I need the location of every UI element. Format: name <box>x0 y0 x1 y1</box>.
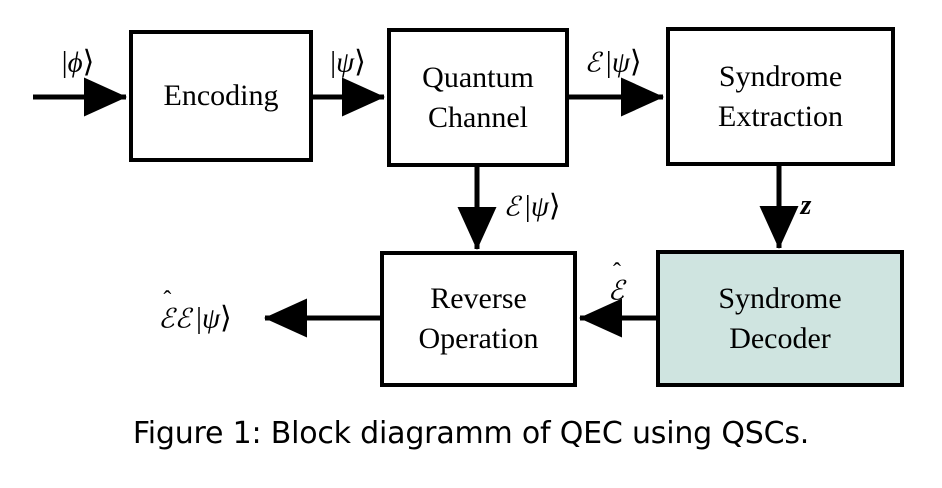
ket-angle: ⟩ <box>82 45 95 79</box>
ket-symbol-psi: ψ <box>336 46 355 79</box>
block-reverse-operation <box>380 251 577 387</box>
ket-bar: | <box>195 301 202 335</box>
hat-accent: ˆ <box>612 259 621 286</box>
block-encoding <box>129 30 313 162</box>
edge-label-input-state: |ϕ⟩ <box>62 45 95 80</box>
ket-angle: ⟩ <box>548 189 561 223</box>
edge-label-syndrome-vector: z <box>801 190 812 222</box>
ket-bar: | <box>524 189 531 223</box>
ket-angle: ⟩ <box>354 45 366 79</box>
script-e-hat-symbol: ℰ <box>158 303 175 335</box>
edge-label-encoded-state: |ψ⟩ <box>330 45 366 80</box>
script-e-symbol: ℰ <box>174 303 191 335</box>
ket-symbol-phi: ϕ <box>67 46 83 79</box>
script-e-symbol: ℰ <box>503 191 520 223</box>
figure-caption: Figure 1: Block diagramm of QEC using QS… <box>132 416 810 451</box>
script-e-symbol: ℰ <box>584 47 601 79</box>
script-e-symbol: ℰ <box>607 275 625 307</box>
block-syndrome-extraction <box>666 27 895 166</box>
block-syndrome-decoder <box>656 250 904 387</box>
ket-bar: | <box>605 45 612 79</box>
ket-angle: ⟩ <box>220 301 232 335</box>
hat-accent: ˆ <box>163 287 172 314</box>
ket-symbol-psi: ψ <box>202 302 221 335</box>
block-quantum-channel <box>387 28 569 167</box>
ket-angle: ⟩ <box>629 45 642 79</box>
ket-bar: | <box>330 45 337 79</box>
ket-bar: | <box>61 45 68 79</box>
ket-symbol-psi: ψ <box>611 46 630 79</box>
edge-label-channel-output-right: ℰ|ψ⟩ <box>584 45 641 80</box>
edge-label-channel-output-down: ℰ|ψ⟩ <box>503 189 560 224</box>
ket-symbol-psi: ψ <box>530 190 549 223</box>
syndrome-symbol-z: z <box>800 190 812 221</box>
